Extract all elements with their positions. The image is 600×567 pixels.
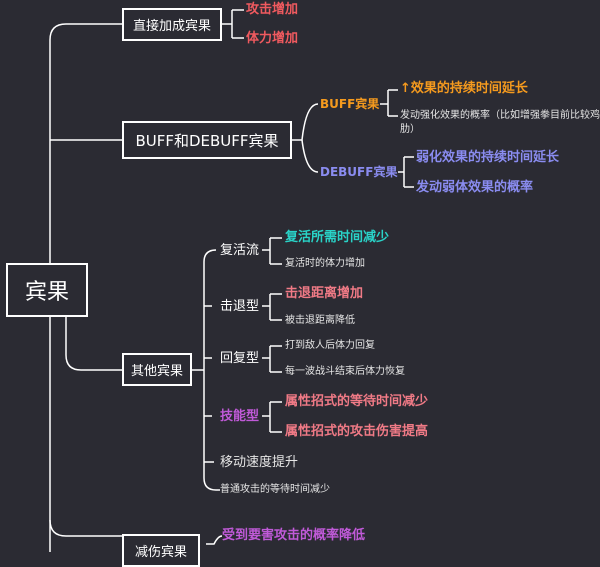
link-skill-leaves xyxy=(262,401,282,433)
leaf-crit-chance-down: 受到要害攻击的概率降低 xyxy=(222,528,366,543)
node-direct: 直接加成宾果 xyxy=(122,8,222,41)
leaf-skill-wait: 属性招式的等待时间减少 xyxy=(285,394,429,409)
node-damage-reduction: 减伤宾果 xyxy=(122,534,200,567)
node-buff-debuff-label: BUFF和DEBUFF宾果 xyxy=(135,131,279,150)
root-node: 宾果 xyxy=(6,263,88,317)
leaf-revive-time: 复活所需时间减少 xyxy=(285,230,390,245)
leaf-recovery-hit: 打到敌人后体力回复 xyxy=(285,340,375,351)
link-debuff xyxy=(301,139,319,173)
leaf-knockback-down: 被击退距离降低 xyxy=(285,315,355,326)
link-buff-leaves xyxy=(380,89,398,117)
link-other-hub xyxy=(192,262,220,491)
node-skill: 技能型 xyxy=(220,409,260,424)
link-damage xyxy=(49,519,122,537)
link-debuff-leaves xyxy=(398,156,414,188)
link-damage-leaves xyxy=(206,535,223,545)
leaf-buff-duration: ↑效果的持续时间延长 xyxy=(400,81,528,96)
leaf-debuff-duration: 弱化效果的持续时间延长 xyxy=(416,150,560,165)
root-trunk-line xyxy=(49,23,122,266)
link-other xyxy=(65,316,122,371)
link-revive-leaves xyxy=(262,237,282,265)
leaf-attack-up: 攻击增加 xyxy=(246,2,299,17)
node-other: 其他宾果 xyxy=(122,353,192,386)
node-buff: BUFF宾果 xyxy=(320,97,380,111)
node-buff-debuff: BUFF和DEBUFF宾果 xyxy=(122,121,292,159)
node-damage-reduction-label: 减伤宾果 xyxy=(134,545,187,560)
node-knockback: 击退型 xyxy=(220,299,260,314)
link-buff xyxy=(292,103,319,141)
leaf-knockback-up: 击退距离增加 xyxy=(285,286,364,301)
node-debuff: DEBUFF宾果 xyxy=(320,165,398,179)
link-revive xyxy=(203,249,217,263)
node-recovery: 回复型 xyxy=(220,351,260,366)
root-label: 宾果 xyxy=(24,280,69,305)
connector-lines xyxy=(49,9,414,552)
leaf-debuff-chance: 发动弱体效果的概率 xyxy=(416,180,534,195)
leaf-skill-damage: 属性招式的攻击伤害提高 xyxy=(285,424,429,439)
leaf-normal-attack: 普通攻击的等待时间减少 xyxy=(220,484,330,495)
leaf-hp-up: 体力增加 xyxy=(246,31,299,46)
leaf-revive-hp: 复活时的体力增加 xyxy=(285,258,365,269)
leaf-move-speed: 移动速度提升 xyxy=(220,455,299,470)
link-recovery-leaves xyxy=(262,345,282,373)
link-direct-leaves xyxy=(222,9,244,39)
node-revive: 复活流 xyxy=(220,243,260,258)
leaf-buff-chance: 发动强化效果的概率（比如增强拳目前比较鸡 xyxy=(400,110,600,121)
leaf-buff-chance-cont: 肋） xyxy=(400,124,420,135)
node-other-label: 其他宾果 xyxy=(130,364,183,379)
leaf-recovery-wave: 每一波战斗结束后体力恢复 xyxy=(285,366,405,377)
node-direct-label: 直接加成宾果 xyxy=(132,19,211,34)
link-knockback-leaves xyxy=(262,293,282,321)
